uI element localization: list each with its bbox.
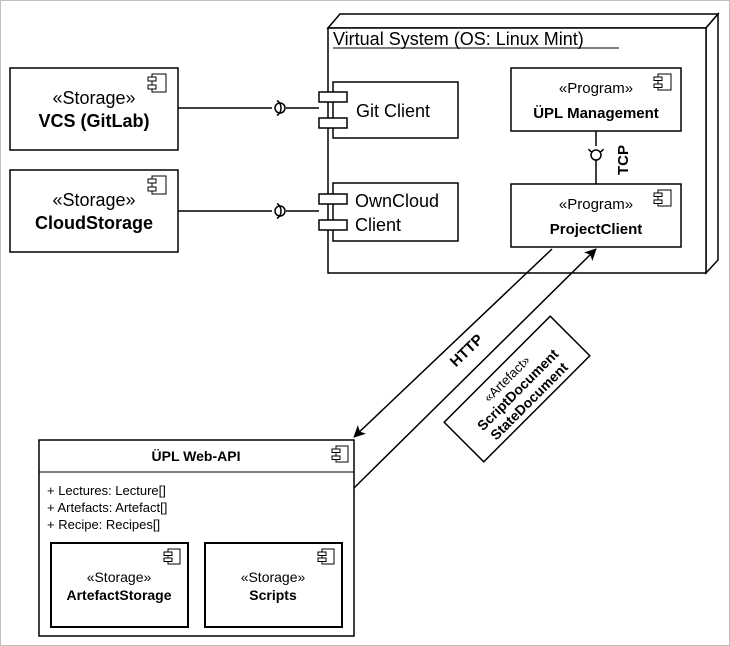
cloud-stereotype: «Storage» xyxy=(52,190,135,210)
cloud-name: CloudStorage xyxy=(35,213,153,233)
owncloud-client-component[interactable]: OwnCloud Client xyxy=(318,182,459,242)
port-tab xyxy=(318,117,348,129)
tcp-label: TCP xyxy=(615,145,632,175)
cloud-box xyxy=(9,169,179,253)
git-client-component[interactable]: Git Client xyxy=(318,81,459,139)
provided-interface-ball xyxy=(590,149,602,161)
artefact-storage-stereotype: «Storage» xyxy=(87,569,152,585)
upl-web-api-component[interactable]: ÜPL Web-API + Lectures: Lecture[] + Arte… xyxy=(38,439,355,637)
component-icon xyxy=(147,175,167,195)
port-tab xyxy=(318,91,348,103)
node-top-face xyxy=(326,13,720,29)
virtual-system-title: Virtual System (OS: Linux Mint) xyxy=(333,29,584,49)
vcs-stereotype: «Storage» xyxy=(52,88,135,108)
project-client-box xyxy=(510,183,682,248)
web-api-title: ÜPL Web-API xyxy=(152,448,241,464)
artefact-storage-box xyxy=(50,542,189,628)
component-icon xyxy=(163,548,181,565)
web-api-attribute: + Lectures: Lecture[] xyxy=(47,483,166,498)
git-client-name: Git Client xyxy=(356,101,430,121)
component-icon xyxy=(653,73,672,91)
scripts-stereotype: «Storage» xyxy=(241,569,306,585)
component-icon xyxy=(331,445,349,463)
vcs-git-interface-connector xyxy=(178,99,319,117)
http-request-arrow xyxy=(353,248,553,438)
project-client-name: ProjectClient xyxy=(550,221,643,238)
port-tab xyxy=(318,193,348,205)
component-icon xyxy=(317,548,335,565)
web-api-attribute: + Recipe: Recipes[] xyxy=(47,517,160,532)
scripts-storage-component[interactable]: «Storage» Scripts xyxy=(204,542,343,628)
upl-management-box xyxy=(510,67,682,132)
vcs-box xyxy=(9,67,179,151)
required-interface-socket xyxy=(276,99,282,117)
cloud-owncloud-interface-connector xyxy=(178,202,319,220)
owncloud-client-name-line1: OwnCloud xyxy=(355,191,439,211)
cloud-storage-component[interactable]: «Storage» CloudStorage xyxy=(9,169,179,253)
component-icon xyxy=(147,73,167,93)
owncloud-client-name-line2: Client xyxy=(355,215,401,235)
upl-management-component[interactable]: «Program» ÜPL Management xyxy=(510,67,682,132)
http-response-arrow xyxy=(353,248,597,489)
upl-management-name: ÜPL Management xyxy=(533,105,659,122)
component-icon xyxy=(653,189,672,207)
artefact-storage-name: ArtefactStorage xyxy=(66,587,171,603)
tcp-interface-connector: TCP xyxy=(587,131,632,184)
owncloud-client-box xyxy=(332,182,459,242)
upl-management-stereotype: «Program» xyxy=(559,80,633,97)
scripts-box xyxy=(204,542,343,628)
artefact-storage-component[interactable]: «Storage» ArtefactStorage xyxy=(50,542,189,628)
artefact-note-box xyxy=(443,315,591,463)
port-tab xyxy=(318,219,348,231)
required-interface-socket xyxy=(276,202,282,220)
git-client-box xyxy=(332,81,459,139)
web-api-attribute: + Artefacts: Artefact[] xyxy=(47,500,167,515)
project-client-component[interactable]: «Program» ProjectClient xyxy=(510,183,682,248)
node-side-face xyxy=(705,11,719,275)
vcs-name: VCS (GitLab) xyxy=(39,111,150,131)
vcs-storage-component[interactable]: «Storage» VCS (GitLab) xyxy=(9,67,179,151)
scripts-name: Scripts xyxy=(249,587,297,603)
project-client-stereotype: «Program» xyxy=(559,196,633,213)
